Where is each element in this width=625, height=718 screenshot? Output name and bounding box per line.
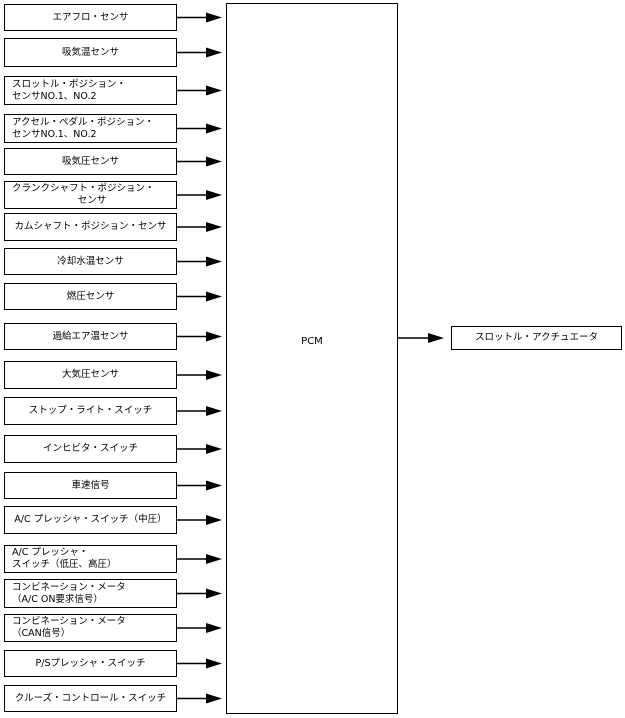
output-arrow [398, 333, 444, 343]
input-arrow-8 [177, 256, 222, 267]
input-box-18: コンビネーション・メータ（CAN信号） [4, 614, 177, 642]
input-arrow-7 [177, 222, 222, 232]
input-box-9: 燃圧センサ [4, 283, 177, 310]
input-label-line: ストップ・ライト・スイッチ [28, 405, 153, 416]
input-box-20: クルーズ・コントロール・スイッチ [4, 685, 177, 712]
input-label-line: 吸気圧センサ [61, 155, 119, 167]
input-label-line: コンビネーション・メータ [12, 616, 126, 627]
input-label-line: 車速信号 [71, 479, 110, 491]
input-arrow-18 [177, 623, 222, 633]
input-label-line: A/C プレッシャ・スイッチ（中圧） [14, 514, 167, 525]
input-box-12: ストップ・ライト・スイッチ [4, 397, 177, 425]
input-arrow-6 [177, 190, 222, 200]
input-label-line: コンビネーション・メータ [12, 581, 126, 593]
input-box-7: カムシャフト・ポジション・センサ [4, 213, 177, 241]
input-box-15: A/C プレッシャ・スイッチ（中圧） [4, 506, 177, 534]
input-label-line: スイッチ（低圧、高圧） [12, 559, 117, 570]
input-label-line: カムシャフト・ポジション・センサ [14, 221, 167, 232]
output-throttle-actuator: スロットル・アクチュエータ [451, 326, 622, 350]
input-box-8: 冷却水温センサ [4, 248, 177, 275]
input-arrow-4 [177, 123, 222, 134]
input-label-line: 吸気温センサ [61, 46, 119, 58]
input-box-14: 車速信号 [4, 472, 177, 499]
input-label-line: クランクシャフト・ポジション・ [12, 183, 155, 194]
input-label-line: P/Sプレッシャ・スイッチ [35, 657, 146, 669]
input-label-line: スロットル・ポジション・ [12, 78, 127, 90]
input-box-17: コンビネーション・メータ（A/C ON要求信号） [4, 579, 177, 608]
input-label-line: 冷却水温センサ [57, 255, 124, 267]
input-arrow-9 [177, 291, 222, 302]
input-arrow-10 [177, 331, 222, 342]
pcm-label: PCM [301, 336, 323, 347]
input-box-13: インヒビタ・スイッチ [4, 435, 177, 463]
input-label-line: インヒビタ・スイッチ [42, 443, 138, 454]
input-arrow-16 [177, 554, 222, 564]
input-label-line: アクセル・ペダル・ポジション・ [12, 116, 155, 128]
input-label-line: センサNO.1、NO.2 [12, 90, 97, 102]
input-box-19: P/Sプレッシャ・スイッチ [4, 650, 177, 677]
input-label-line: エアフロ・センサ [52, 11, 129, 23]
input-box-16: A/C プレッシャ・スイッチ（低圧、高圧） [4, 545, 177, 573]
input-arrow-15 [177, 515, 222, 525]
input-arrow-11 [177, 370, 222, 380]
input-box-11: 大気圧センサ [4, 361, 177, 389]
input-arrow-2 [177, 47, 222, 58]
input-label-line: 燃圧センサ [66, 290, 115, 302]
input-label-line: 過給エア温センサ [52, 330, 129, 342]
input-box-2: 吸気温センサ [4, 38, 177, 67]
input-label-line: （A/C ON要求信号） [12, 593, 103, 605]
input-label-line: A/C プレッシャ・ [12, 547, 89, 558]
input-label-line: クルーズ・コントロール・スイッチ [14, 692, 167, 704]
output-label: スロットル・アクチュエータ [474, 332, 599, 343]
input-box-1: エアフロ・センサ [4, 4, 177, 31]
input-box-6: クランクシャフト・ポジション・センサ [4, 181, 177, 209]
input-label-line: センサNO.1、NO.2 [12, 128, 97, 140]
input-arrow-5 [177, 156, 222, 167]
input-arrow-12 [177, 406, 222, 416]
input-arrow-13 [177, 444, 222, 454]
input-arrow-3 [177, 85, 222, 96]
input-arrow-14 [177, 480, 222, 491]
input-arrow-1 [177, 12, 222, 23]
input-arrow-19 [177, 658, 222, 669]
input-box-10: 過給エア温センサ [4, 323, 177, 350]
pcm-block: PCM [226, 3, 398, 714]
input-box-5: 吸気圧センサ [4, 148, 177, 175]
input-label-line: 大気圧センサ [61, 369, 119, 380]
input-arrow-17 [177, 588, 222, 599]
input-label-line: センサ [77, 195, 107, 206]
input-label-line: （CAN信号） [12, 628, 71, 639]
input-box-3: スロットル・ポジション・センサNO.1、NO.2 [4, 76, 177, 105]
input-arrow-20 [177, 693, 222, 704]
input-box-4: アクセル・ペダル・ポジション・センサNO.1、NO.2 [4, 114, 177, 143]
